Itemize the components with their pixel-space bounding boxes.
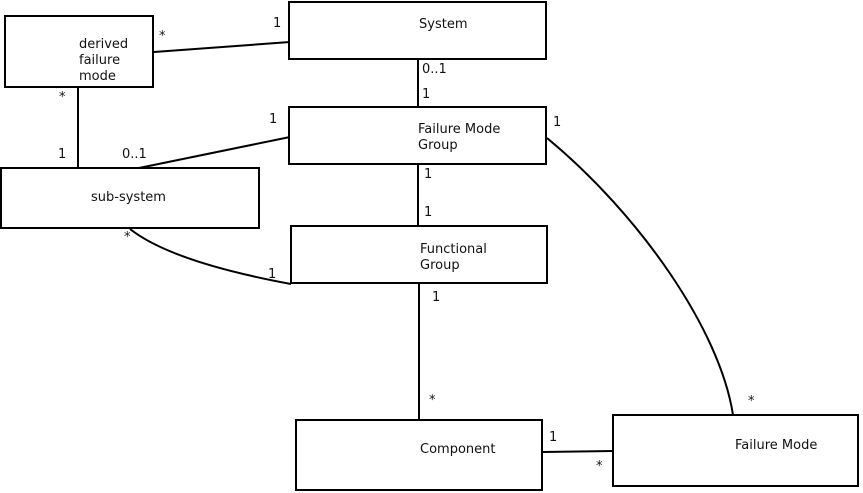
multiplicity-label: 1: [273, 16, 282, 31]
node-label-line: Component: [420, 442, 496, 457]
multiplicity-label: *: [124, 230, 131, 245]
edge-sub-system--functional-group: [129, 228, 292, 285]
multiplicity-label: 1: [549, 430, 558, 445]
node-system: System: [288, 1, 547, 60]
multiplicity-label: *: [159, 29, 166, 44]
edge-derived-failure-mode--system: [153, 41, 291, 53]
node-failure-mode-group: Failure Mode Group: [288, 106, 547, 165]
edge-component--failure-mode: [542, 450, 614, 453]
node-label-line: derived: [79, 37, 129, 52]
multiplicity-label: *: [429, 393, 436, 408]
node-label-line: Failure Mode: [735, 438, 818, 453]
multiplicity-label: 1: [269, 112, 278, 127]
node-label: Failure Mode Group: [418, 122, 500, 154]
multiplicity-label: 1: [268, 267, 277, 282]
multiplicity-label: 1: [553, 115, 562, 130]
multiplicity-label: 1: [58, 147, 67, 162]
node-label: Failure Mode: [735, 438, 817, 454]
node-derived-failure-mode: derived failure mode: [4, 15, 154, 88]
node-label: sub-system: [91, 190, 166, 206]
node-label-line: mode: [79, 69, 116, 84]
multiplicity-label: 1: [424, 167, 433, 182]
node-label-line: System: [419, 17, 468, 32]
node-failure-mode: Failure Mode: [612, 414, 859, 487]
multiplicity-label: 1: [422, 87, 431, 102]
multiplicity-label: 1: [424, 205, 433, 220]
edge-sub-system--failure-mode-group: [138, 136, 291, 169]
multiplicity-label: *: [748, 394, 755, 409]
node-label-line: Failure Mode: [418, 122, 501, 137]
node-label: System: [419, 17, 467, 33]
node-label-line: failure: [79, 53, 121, 68]
node-label-line: Functional: [420, 242, 487, 257]
node-functional-group: Functional Group: [290, 225, 548, 284]
node-label: Functional Group: [420, 242, 487, 274]
node-sub-system: sub-system: [0, 167, 260, 229]
multiplicity-label: 0..1: [122, 147, 147, 162]
edge-failure-mode-group--failure-mode: [546, 137, 734, 416]
node-label-line: Group: [420, 258, 460, 273]
node-label-line: sub-system: [91, 190, 166, 205]
multiplicity-label: 0..1: [422, 62, 447, 77]
multiplicity-label: *: [596, 459, 603, 474]
multiplicity-label: *: [59, 90, 66, 105]
node-label: Component: [420, 442, 495, 458]
node-label: derived failure mode: [79, 37, 128, 85]
node-component: Component: [295, 419, 543, 491]
multiplicity-label: 1: [432, 290, 441, 305]
node-label-line: Group: [418, 138, 458, 153]
